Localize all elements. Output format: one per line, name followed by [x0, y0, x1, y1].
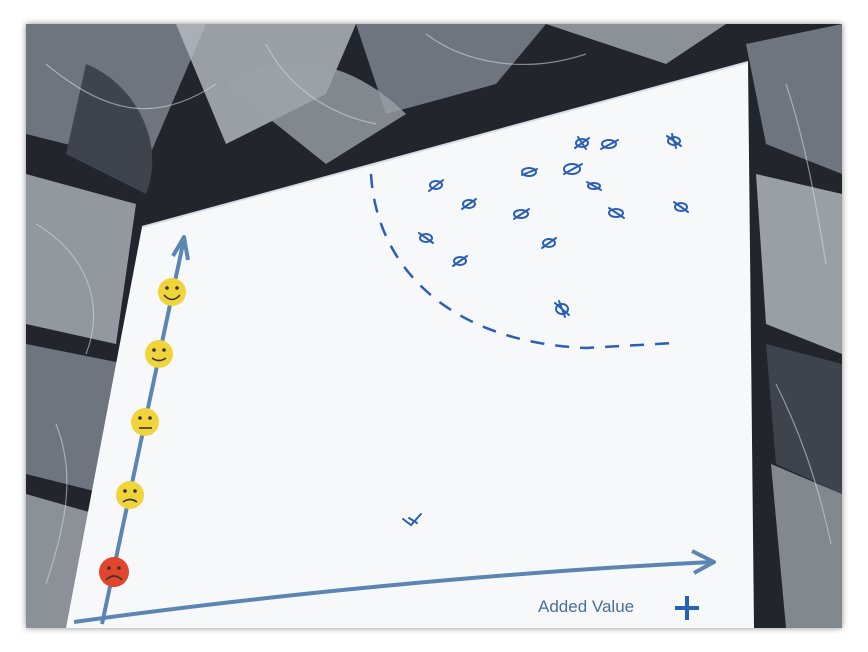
slightly-sad-smiley-icon [116, 481, 144, 509]
neutral-smiley-icon [131, 408, 159, 436]
slightly-happy-smiley-icon [145, 340, 173, 368]
scribble-mark [554, 300, 570, 318]
scribble-mark [541, 237, 557, 249]
scribble-mark [452, 255, 468, 267]
scribble-mark [428, 179, 444, 192]
dashed-boundary-curve [369, 173, 675, 350]
x-axis-label: Added Value [538, 597, 634, 616]
smiley-scale [99, 278, 186, 587]
scribble-mark [418, 232, 434, 244]
scribble-mark [461, 198, 477, 210]
whiteboard-photo: Added Value [26, 24, 842, 628]
scribble-mark [586, 181, 602, 191]
whiteboard [66, 62, 754, 628]
scribble-mark [666, 133, 682, 149]
happy-smiley-icon [158, 278, 186, 306]
scribble-mark [673, 201, 689, 213]
scribble-mark [608, 207, 625, 219]
scribble-marks [402, 133, 689, 527]
scribble-mark [521, 167, 538, 177]
sad-smiley-icon [99, 557, 129, 587]
scribble-mark [600, 139, 619, 150]
photo-scene: Added Value [26, 24, 842, 628]
scribble-mark [402, 513, 422, 527]
x-axis [73, 549, 716, 624]
scribble-mark [574, 136, 590, 150]
scribble-mark [513, 208, 530, 220]
plus-icon [675, 596, 699, 620]
scribble-mark [563, 163, 583, 175]
